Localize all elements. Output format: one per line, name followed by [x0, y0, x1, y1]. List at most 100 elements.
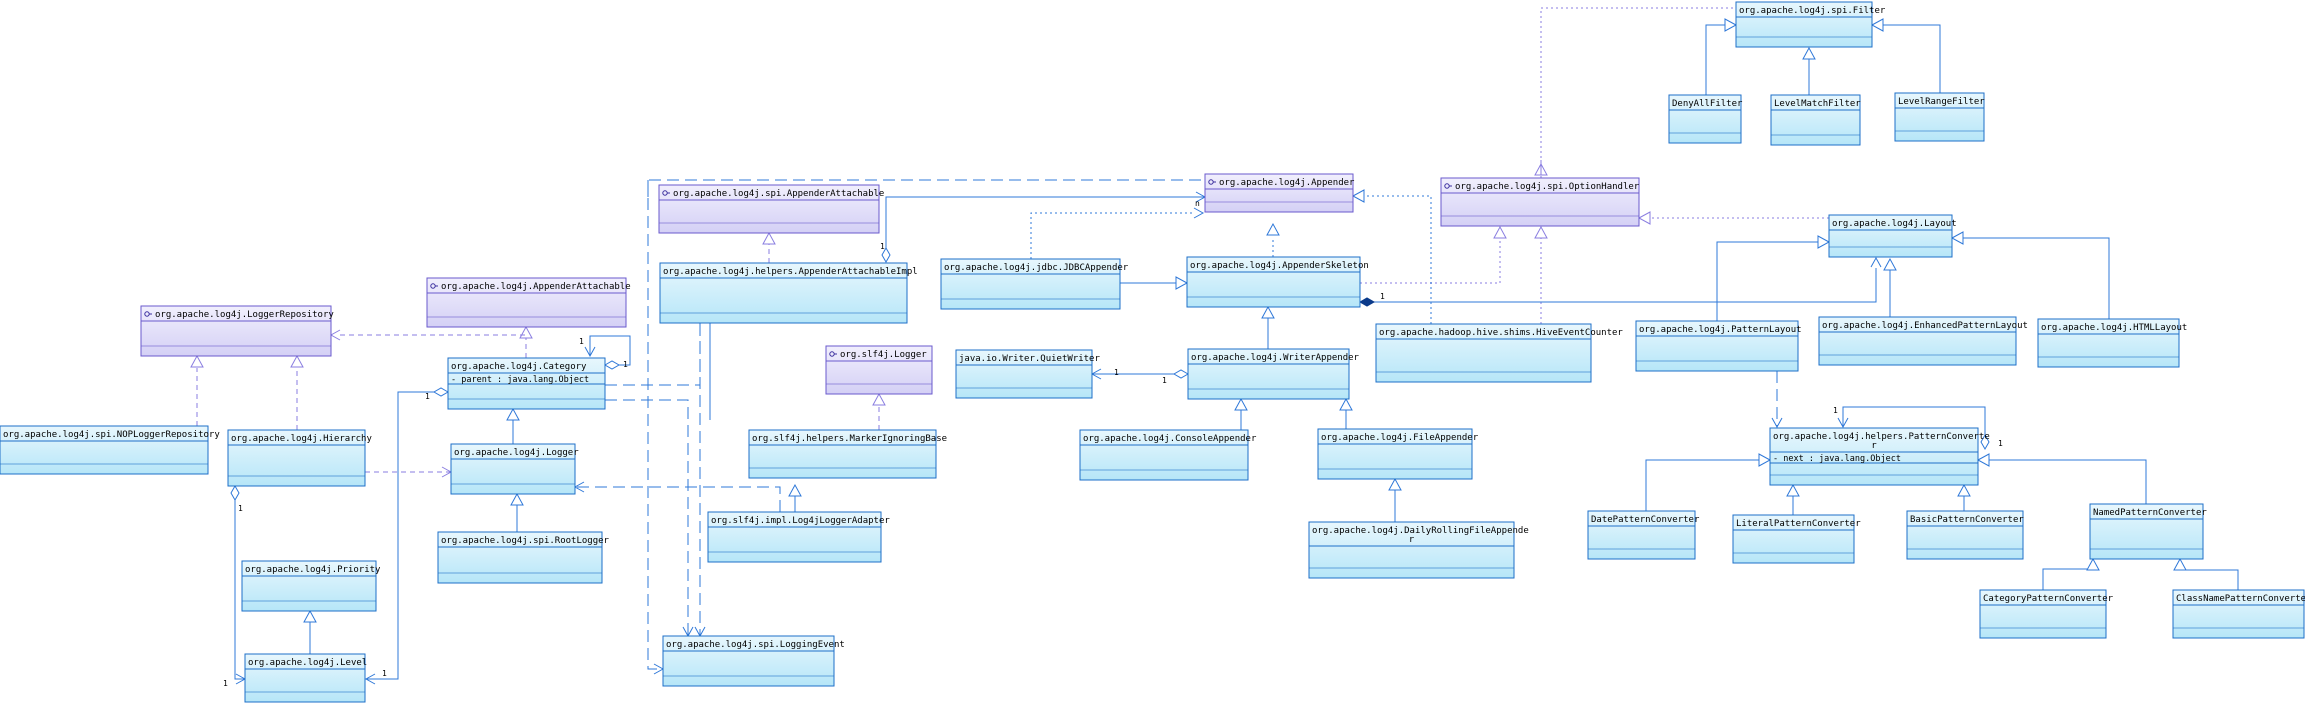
class-literalpc[interactable]: LiteralPatternConverter	[1732, 514, 1861, 564]
class-classnamepc[interactable]: ClassNamePatternConverter	[2172, 589, 2305, 639]
generalization-arrowhead	[1817, 235, 1831, 249]
multiplicity-label: 1	[1833, 406, 1838, 415]
generalization-arrowhead	[1870, 18, 1884, 32]
class-name: org.apache.log4j.helpers.AppenderAttacha…	[663, 267, 918, 277]
navigability-arrowhead	[584, 346, 596, 358]
edge-impl-appender	[885, 196, 1205, 248]
generalization-arrowhead	[1388, 477, 1402, 491]
class-box	[244, 653, 366, 703]
class-basicpc[interactable]: BasicPatternConverter	[1906, 510, 2024, 560]
class-datepc[interactable]: DatePatternConverter	[1587, 510, 1700, 560]
class-namedpc[interactable]: NamedPatternConverter	[2089, 503, 2207, 560]
class-writerappender[interactable]: org.apache.log4j.WriterAppender	[1187, 348, 1360, 400]
class-hiveeventcounter[interactable]: org.apache.hadoop.hive.shims.HiveEventCo…	[1375, 323, 1623, 383]
multiplicity-label: 1	[579, 337, 584, 346]
generalization-arrowhead	[2173, 557, 2187, 571]
class-name: org.apache.log4j.Category	[451, 362, 587, 372]
edge-levelrange-filter	[1872, 24, 1941, 93]
class-layout[interactable]: org.apache.log4j.Layout	[1828, 214, 1957, 258]
class-box	[140, 305, 332, 357]
class-priority[interactable]: org.apache.log4j.Priority	[241, 560, 381, 612]
class-name: ClassNamePatternConverter	[2176, 594, 2305, 604]
class-appenderattachableimpl[interactable]: org.apache.log4j.helpers.AppenderAttacha…	[659, 262, 918, 324]
class-box	[241, 560, 377, 612]
class-box	[1818, 316, 2017, 366]
class-patternlayout[interactable]: org.apache.log4j.PatternLayout	[1635, 320, 1802, 372]
interface-icon	[829, 351, 837, 357]
aggregation-diamond	[1172, 369, 1190, 379]
edge-appender-event	[647, 180, 663, 670]
generalization-arrowhead	[1758, 453, 1772, 467]
class-name: NamedPatternConverter	[2093, 508, 2207, 518]
class-loggingevent[interactable]: org.apache.log4j.spi.LoggingEvent	[662, 635, 845, 687]
class-quietwriter[interactable]: java.io.Writer.QuietWriter	[955, 349, 1100, 399]
class-spiappenderattachable[interactable]: org.apache.log4j.spi.AppenderAttachable	[658, 184, 884, 234]
class-categorypc[interactable]: CategoryPatternConverter	[1979, 589, 2114, 639]
multiplicity-label: 1	[1162, 376, 1167, 385]
class-htmllayout[interactable]: org.apache.log4j.HTMLLayout	[2037, 318, 2187, 368]
class-appenderskeleton[interactable]: org.apache.log4j.AppenderSkeleton	[1186, 256, 1369, 308]
edge-skeleton-layout	[1374, 268, 1877, 303]
generalization-arrowhead	[1786, 483, 1800, 497]
class-box	[1894, 92, 1985, 142]
interface-icon	[144, 311, 152, 317]
class-dailyrolling[interactable]: org.apache.log4j.DailyRollingFileAppende…	[1308, 521, 1529, 579]
class-appenderattachable[interactable]: org.apache.log4j.AppenderAttachable	[426, 277, 631, 328]
class-name: org.apache.log4j.spi.LoggingEvent	[666, 640, 845, 650]
class-logger[interactable]: org.apache.log4j.Logger	[450, 443, 579, 495]
class-level[interactable]: org.apache.log4j.Level	[244, 653, 367, 703]
class-optionhandler[interactable]: org.apache.log4j.spi.OptionHandler	[1440, 177, 1640, 227]
class-box	[940, 258, 1121, 310]
edge-patternlayout-layout	[1716, 241, 1829, 321]
class-name: org.apache.log4j.PatternLayout	[1639, 325, 1802, 335]
class-category[interactable]: org.apache.log4j.Category- parent : java…	[447, 357, 606, 410]
class-name: org.apache.log4j.LoggerRepository	[155, 310, 334, 320]
class-box	[662, 635, 835, 687]
class-consoleappender[interactable]: org.apache.log4j.ConsoleAppender	[1079, 429, 1257, 481]
class-name: LevelMatchFilter	[1774, 99, 1861, 109]
class-filter[interactable]: org.apache.log4j.spi.Filter	[1735, 1, 1886, 48]
generalization-arrowhead	[1950, 231, 1964, 245]
interface-icon	[1208, 179, 1216, 185]
class-hierarchy[interactable]: org.apache.log4j.Hierarchy	[227, 429, 372, 487]
class-name-continued: r	[1871, 441, 1877, 451]
edge-named-converter	[1978, 459, 2147, 504]
generalization-arrowhead	[303, 609, 317, 623]
class-name: org.apache.log4j.spi.RootLogger	[441, 536, 610, 546]
class-noplogger[interactable]: org.apache.log4j.spi.NOPLoggerRepository	[0, 425, 220, 475]
class-box	[658, 184, 880, 234]
generalization-arrowhead	[290, 354, 304, 368]
class-deny[interactable]: DenyAllFilter	[1668, 94, 1743, 144]
edge-classname-named	[2180, 569, 2239, 590]
generalization-arrowhead	[1351, 189, 1365, 203]
class-name: org.apache.log4j.spi.OptionHandler	[1455, 182, 1640, 192]
class-jdbcappender[interactable]: org.apache.log4j.jdbc.JDBCAppender	[940, 258, 1129, 310]
class-fileappender[interactable]: org.apache.log4j.FileAppender	[1317, 428, 1479, 480]
navigability-arrowhead	[1193, 207, 1205, 219]
class-rootlogger[interactable]: org.apache.log4j.spi.RootLogger	[437, 531, 610, 584]
class-log4jloggeradapter[interactable]: org.slf4j.impl.Log4jLoggerAdapter	[707, 511, 890, 563]
multiplicity-label: 1	[623, 360, 628, 369]
relationship-lines	[190, 7, 2239, 685]
class-box	[426, 277, 627, 328]
generalization-arrowhead	[190, 354, 204, 368]
class-loggerrepository[interactable]: org.apache.log4j.LoggerRepository	[140, 305, 334, 357]
generalization-arrowhead	[1234, 397, 1248, 411]
class-box	[1187, 348, 1350, 400]
aggregation-diamond	[603, 360, 621, 370]
class-patternconverter[interactable]: org.apache.log4j.helpers.PatternConverte…	[1769, 427, 1990, 486]
class-levelmatch[interactable]: LevelMatchFilter	[1770, 94, 1861, 146]
interface-icon	[430, 283, 438, 289]
class-appender[interactable]: org.apache.log4j.Appender	[1204, 173, 1355, 213]
class-box	[2037, 318, 2180, 368]
edge-date-converter	[1645, 459, 1770, 511]
multiplicity-label: n	[1195, 199, 1200, 208]
interface-icon	[662, 190, 670, 196]
class-levelrange[interactable]: LevelRangeFilter	[1894, 92, 1985, 142]
class-enhancedpatternlayout[interactable]: org.apache.log4j.EnhancedPatternLayout	[1818, 316, 2028, 366]
class-markerignoring[interactable]: org.slf4j.helpers.MarkerIgnoringBase	[748, 429, 947, 479]
aggregation-diamond	[881, 246, 891, 264]
class-box	[1186, 256, 1361, 308]
class-slf4jlogger[interactable]: org.slf4j.Logger	[825, 345, 933, 395]
class-name: org.apache.log4j.WriterAppender	[1191, 353, 1360, 363]
